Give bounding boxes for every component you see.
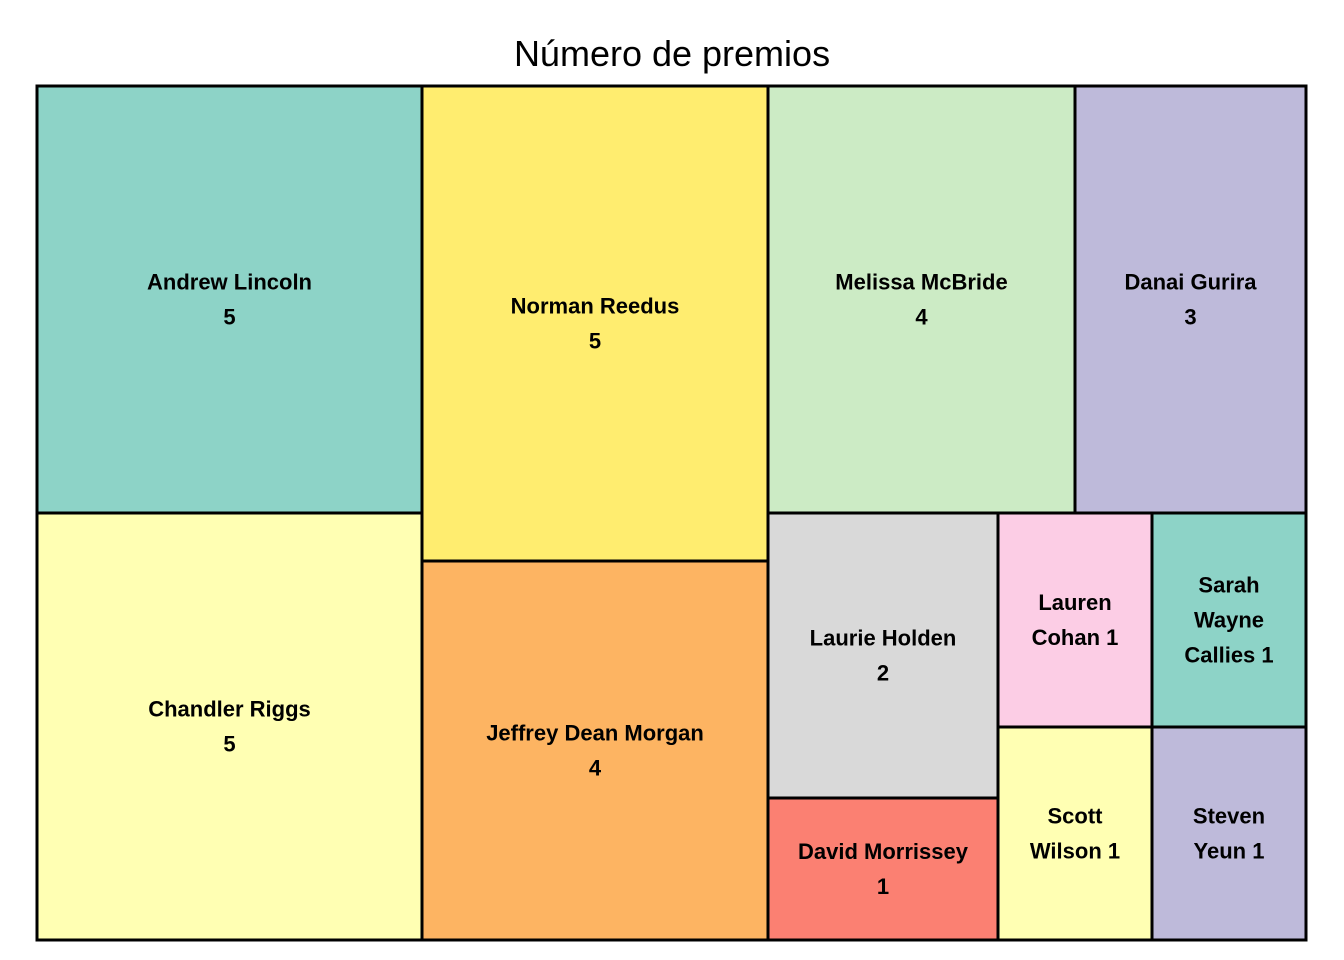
tile-rect-andrew-lincoln bbox=[35, 84, 424, 515]
tile-rect-scott-wilson bbox=[996, 725, 1154, 942]
tile-rect-lauren-cohan bbox=[996, 511, 1154, 729]
tile-danai-gurira: Danai Gurira 3 bbox=[1073, 84, 1308, 515]
tile-rect-norman-reedus bbox=[420, 84, 770, 563]
tile-norman-reedus: Norman Reedus 5 bbox=[420, 84, 770, 563]
tile-label-lauren-cohan-0: Lauren bbox=[1038, 590, 1111, 615]
tile-andrew-lincoln: Andrew Lincoln 5 bbox=[35, 84, 424, 515]
tile-rect-danai-gurira bbox=[1073, 84, 1308, 515]
tile-label-andrew-lincoln-1: 5 bbox=[223, 305, 235, 330]
tile-rect-laurie-holden bbox=[766, 511, 1000, 800]
tile-laurie-holden: Laurie Holden 2 bbox=[766, 511, 1000, 800]
tile-label-norman-reedus-0: Norman Reedus bbox=[511, 294, 680, 319]
tile-jeffrey-dean-morgan: Jeffrey Dean Morgan 4 bbox=[420, 559, 770, 942]
tile-label-andrew-lincoln-0: Andrew Lincoln bbox=[147, 270, 312, 295]
tile-label-steven-yeun-0: Steven bbox=[1193, 804, 1265, 829]
tile-label-chandler-riggs-1: 5 bbox=[223, 732, 235, 757]
tile-label-scott-wilson-0: Scott bbox=[1048, 804, 1104, 829]
tile-label-danai-gurira-0: Danai Gurira bbox=[1124, 270, 1257, 295]
tile-david-morrissey: David Morrissey 1 bbox=[766, 796, 1000, 942]
tile-melissa-mcbride: Melissa McBride 4 bbox=[766, 84, 1077, 515]
tile-label-jeffrey-dean-morgan-1: 4 bbox=[589, 756, 602, 781]
tile-label-laurie-holden-1: 2 bbox=[877, 661, 889, 686]
tile-label-steven-yeun-1: Yeun 1 bbox=[1194, 839, 1265, 864]
chart-title: Número de premios bbox=[513, 33, 831, 74]
tile-rect-chandler-riggs bbox=[35, 511, 424, 942]
tile-rect-steven-yeun bbox=[1150, 725, 1308, 942]
tile-label-jeffrey-dean-morgan-0: Jeffrey Dean Morgan bbox=[486, 721, 704, 746]
tile-label-scott-wilson-1: Wilson 1 bbox=[1030, 839, 1120, 864]
tile-label-sarah-wayne-callies-0: Sarah bbox=[1198, 573, 1259, 598]
tile-label-laurie-holden-0: Laurie Holden bbox=[810, 626, 957, 651]
tile-label-david-morrissey-0: David Morrissey bbox=[798, 839, 969, 864]
tile-label-sarah-wayne-callies-1: Wayne bbox=[1194, 608, 1264, 633]
tile-label-danai-gurira-1: 3 bbox=[1184, 305, 1196, 330]
tile-label-melissa-mcbride-1: 4 bbox=[915, 305, 928, 330]
tile-rect-sarah-wayne-callies bbox=[1150, 511, 1308, 729]
tile-rect-melissa-mcbride bbox=[766, 84, 1077, 515]
tile-rect-david-morrissey bbox=[766, 796, 1000, 942]
tile-label-melissa-mcbride-0: Melissa McBride bbox=[835, 270, 1007, 295]
tile-label-david-morrissey-1: 1 bbox=[877, 874, 889, 899]
tile-label-norman-reedus-1: 5 bbox=[589, 329, 601, 354]
tile-rect-jeffrey-dean-morgan bbox=[420, 559, 770, 942]
tile-label-chandler-riggs-0: Chandler Riggs bbox=[148, 697, 311, 722]
tile-label-sarah-wayne-callies-2: Callies 1 bbox=[1184, 643, 1273, 668]
tile-chandler-riggs: Chandler Riggs 5 bbox=[35, 511, 424, 942]
tile-label-lauren-cohan-1: Cohan 1 bbox=[1032, 625, 1119, 650]
